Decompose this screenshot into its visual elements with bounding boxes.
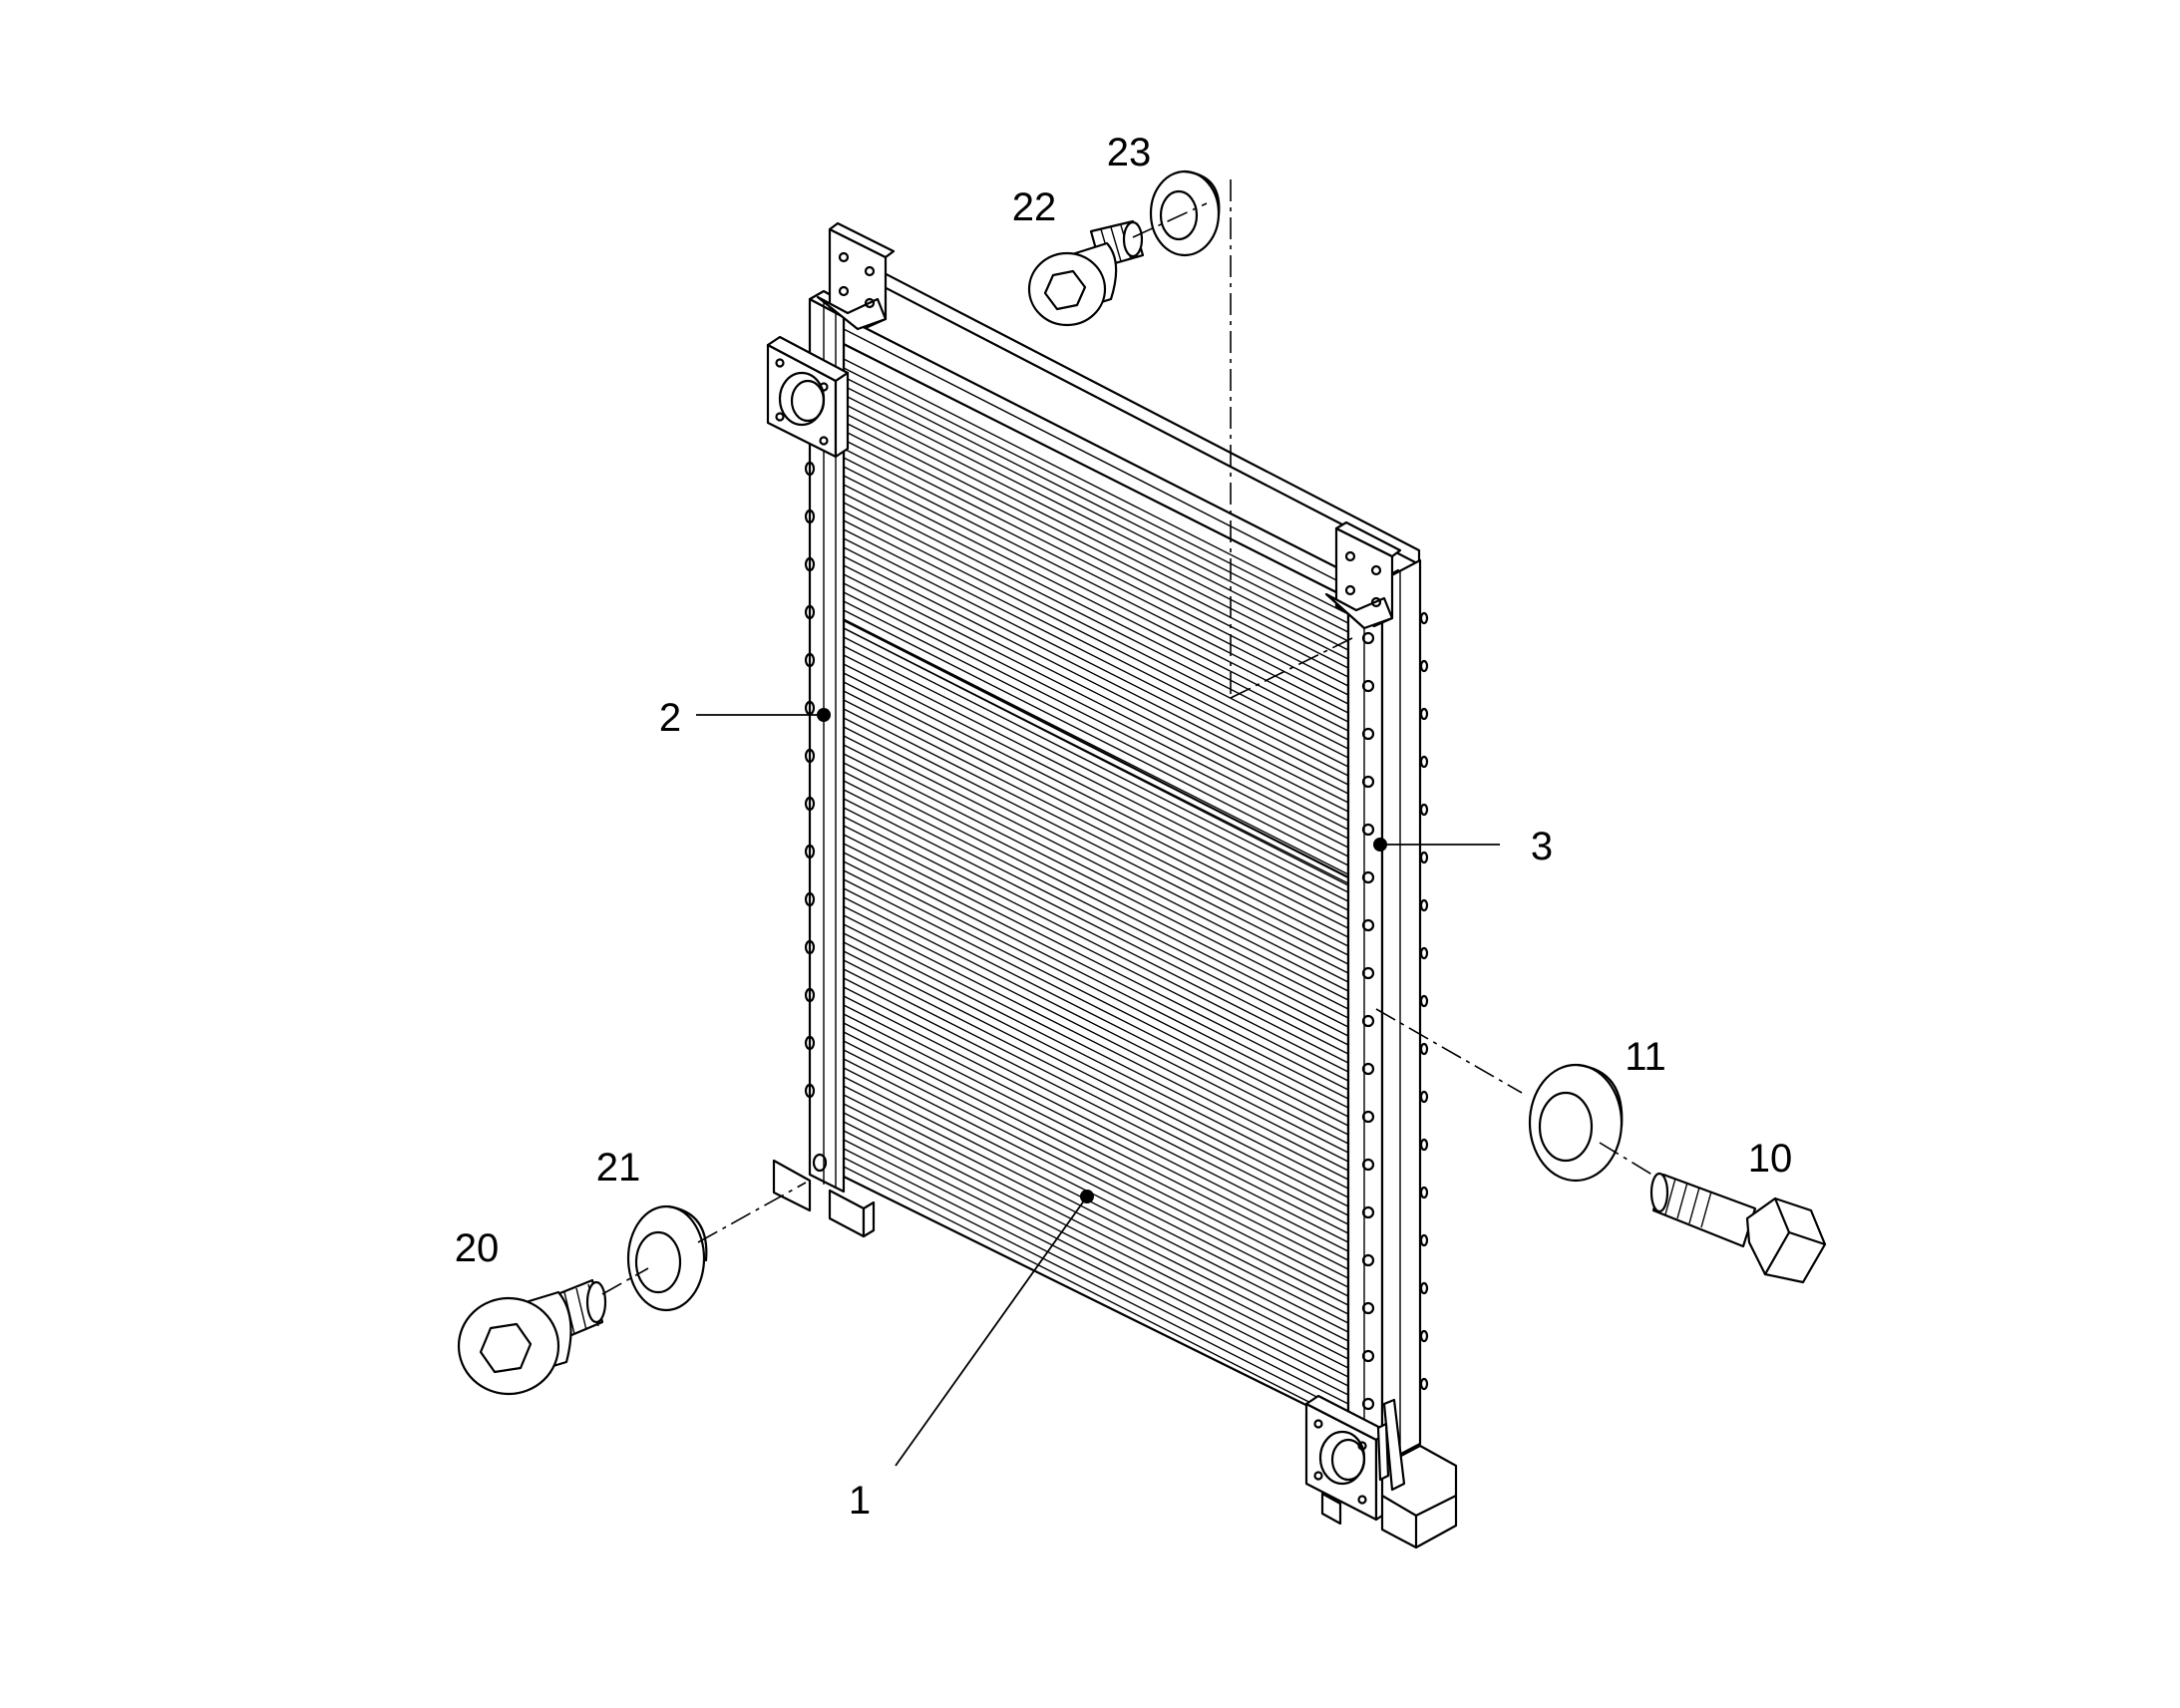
washer-11 [1528, 1063, 1624, 1183]
leader-1 [895, 1190, 1094, 1467]
tank-bolt-row-left [804, 461, 816, 1099]
callout-label-1: 1 [849, 1479, 871, 1523]
callout-label-2: 2 [659, 696, 681, 740]
tank-bolt-row-right [1361, 611, 1429, 1411]
assembly-centerlines [601, 179, 1656, 1295]
cooling-fins [843, 358, 1349, 1423]
plug-20 [457, 1278, 607, 1396]
washer-21 [626, 1204, 708, 1312]
callout-label-3: 3 [1531, 825, 1553, 868]
callout-label-10: 10 [1748, 1137, 1793, 1181]
callout-label-20: 20 [455, 1226, 500, 1270]
right-side-tank [1304, 520, 1458, 1549]
leader-3 [1373, 838, 1500, 852]
screw-22 [1027, 219, 1145, 327]
callout-label-11: 11 [1625, 1035, 1666, 1079]
callout-label-21: 21 [596, 1146, 641, 1190]
left-side-tank [766, 221, 896, 1238]
callout-label-22: 22 [1012, 185, 1057, 229]
bolt-10 [1649, 1172, 1827, 1284]
radiator-core [842, 253, 1421, 1428]
leader-2 [696, 708, 831, 722]
callout-label-23: 23 [1107, 131, 1152, 174]
